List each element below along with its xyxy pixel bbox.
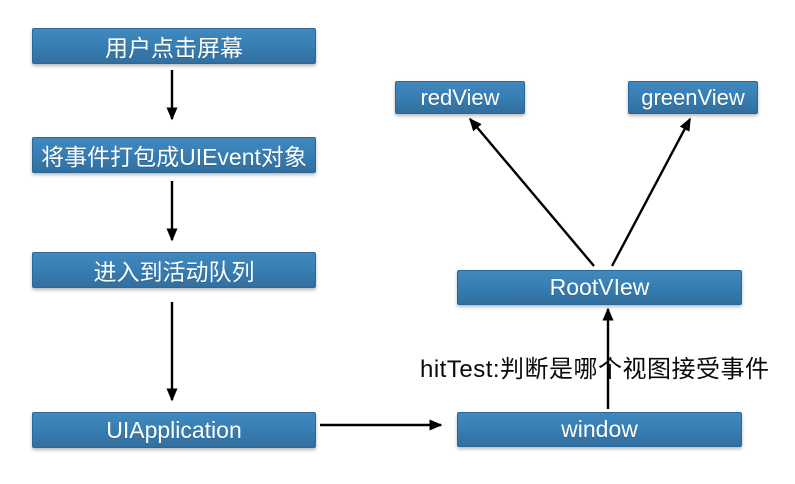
arrow-rootview-to-greenview bbox=[610, 117, 692, 267]
node-label: window bbox=[561, 416, 638, 442]
node-package-uievent: 将事件打包成UIEvent对象 bbox=[32, 137, 316, 173]
node-user-tap-screen: 用户点击屏幕 bbox=[32, 28, 316, 64]
node-label: 进入到活动队列 bbox=[93, 259, 255, 285]
node-redview: redView bbox=[395, 81, 525, 114]
node-label: 将事件打包成UIEvent对象 bbox=[41, 144, 307, 170]
hittest-annotation: hitTest:判断是哪个视图接受事件 bbox=[420, 356, 770, 383]
arrow-rootview-to-redview bbox=[469, 117, 595, 267]
node-label: UIApplication bbox=[106, 416, 242, 443]
node-event-queue: 进入到活动队列 bbox=[32, 252, 316, 288]
node-label: RootVIew bbox=[549, 274, 650, 300]
node-label: greenView bbox=[641, 84, 745, 110]
node-window: window bbox=[457, 412, 742, 447]
node-label: 用户点击屏幕 bbox=[105, 35, 243, 61]
node-label: redView bbox=[420, 84, 500, 110]
node-rootview: RootVIew bbox=[457, 270, 742, 305]
node-greenview: greenView bbox=[628, 81, 758, 114]
node-uiapplication: UIApplication bbox=[32, 412, 316, 448]
